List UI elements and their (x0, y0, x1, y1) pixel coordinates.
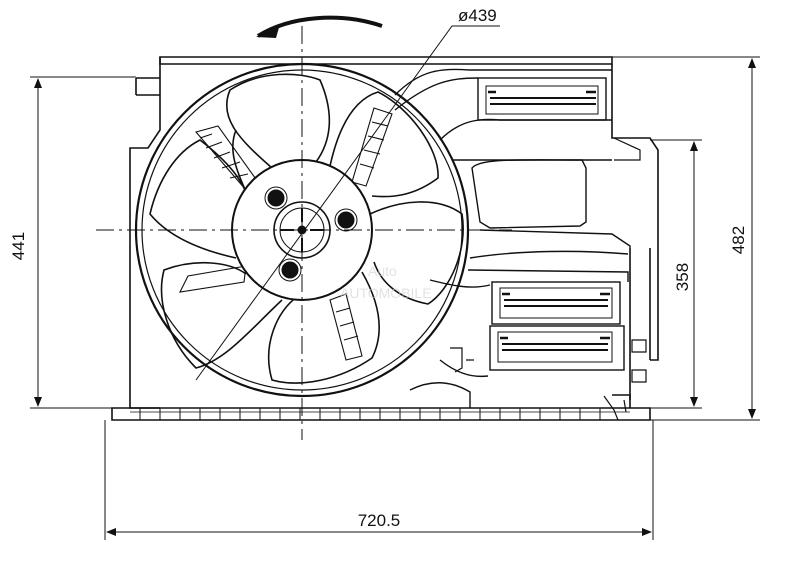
watermark: Auto AUTOMOBILE (340, 263, 432, 301)
louver-flap-bottom (489, 325, 625, 371)
louver-flap-middle (491, 281, 621, 325)
dimension-label-width: 720.5 (358, 511, 401, 530)
diameter-label: ø439 (458, 6, 497, 25)
fan-blades (149, 73, 464, 384)
dimension-label-left-height: 441 (9, 232, 28, 260)
dimension-lines (30, 56, 760, 540)
mounting-brackets (450, 137, 647, 421)
dimension-label-right-outer-height: 482 (729, 226, 748, 254)
rotation-arrow (256, 15, 383, 38)
centerlines (96, 26, 512, 440)
shroud-bottom-teeth (139, 408, 601, 420)
louver-flap-top (477, 77, 607, 121)
fan-support-struts (179, 107, 393, 361)
diameter-leader (195, 25, 500, 381)
dimension-label-right-inner-height: 358 (673, 263, 692, 291)
watermark-line-2: AUTOMOBILE (340, 285, 432, 301)
watermark-line-1: Auto (368, 263, 397, 279)
